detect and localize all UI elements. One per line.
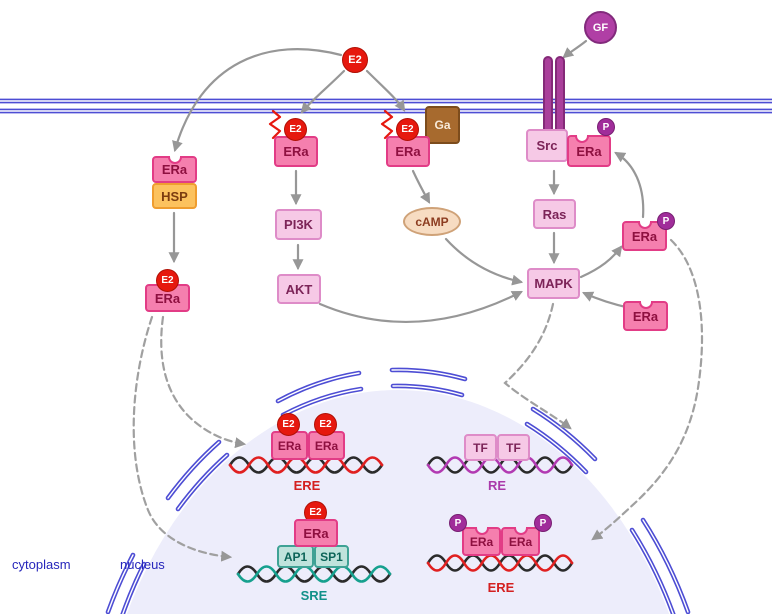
e2-on-membrane-era-2: E2 xyxy=(396,118,419,141)
arrow-e2-to-era-hsp xyxy=(172,48,343,153)
phospho-badge-free-era: P xyxy=(657,212,675,230)
nucleus-fill xyxy=(126,390,670,614)
akt-box: AKT xyxy=(277,274,321,304)
dna-re xyxy=(426,456,574,474)
sre-era-box: ERa xyxy=(294,519,338,547)
binding-notch xyxy=(513,527,528,535)
gf-receptor-bar-right xyxy=(555,56,565,132)
ere-era-box-2: ERa xyxy=(308,431,345,460)
tf-box-1: TF xyxy=(464,434,497,461)
phospho-badge-ere-left: P xyxy=(449,514,467,532)
anchor-squiggle-2 xyxy=(380,109,394,140)
anchor-squiggle-1 xyxy=(268,109,282,140)
e2-on-cytosolic-era: E2 xyxy=(156,269,179,292)
e2-on-ere-era-2: E2 xyxy=(314,413,337,436)
re-label: RE xyxy=(487,478,507,493)
e2-on-membrane-era-1: E2 xyxy=(284,118,307,141)
dashed-phospho-era-to-ere xyxy=(591,238,704,541)
era-label: ERa xyxy=(508,534,533,549)
binding-notch xyxy=(474,527,489,535)
dashed-e2era-to-ere xyxy=(160,315,247,449)
arrow-akt-to-mapk xyxy=(318,290,523,324)
binding-notch xyxy=(638,301,653,309)
ere-label-upper: ERE xyxy=(293,478,321,493)
arrow-e2-to-membrane-era-1 xyxy=(300,69,346,114)
phospho-badge-ere-right: P xyxy=(534,514,552,532)
membrane-anchor-squiggles xyxy=(268,109,394,140)
binding-notch xyxy=(637,221,652,229)
nuclear-envelope-split xyxy=(107,369,689,614)
arrow-camp-to-mapk xyxy=(444,237,524,286)
free-era-box: ERa xyxy=(623,301,668,331)
mapk-box: MAPK xyxy=(527,268,580,299)
hsp-box: HSP xyxy=(152,183,197,209)
ras-box: Ras xyxy=(533,199,576,229)
dashed-e2era-to-sre xyxy=(132,315,233,562)
era-label: ERa xyxy=(631,228,658,244)
binding-notch xyxy=(575,135,589,143)
solid-arrows xyxy=(168,39,645,324)
binding-notch xyxy=(167,156,182,164)
sp1-box: SP1 xyxy=(314,545,349,568)
ere-phospho-era-box-2: ERa xyxy=(501,527,540,556)
dashed-mapk-to-re xyxy=(503,302,572,430)
gf-ligand: GF xyxy=(584,11,617,44)
era-hsp-era-box: ERa xyxy=(152,156,197,183)
plasma-membrane xyxy=(0,98,772,114)
tf-box-2: TF xyxy=(497,434,530,461)
gf-receptor-bar-left xyxy=(543,56,553,132)
arrow-gf-to-receptor xyxy=(562,39,588,59)
era-label: ERa xyxy=(632,308,659,324)
camp-ellipse: cAMP xyxy=(403,207,461,236)
membrane-e2era-box-1: ERa xyxy=(274,136,318,167)
era-label: ERa xyxy=(576,143,602,159)
arrow-e2-to-membrane-era-2 xyxy=(365,69,406,112)
g-alpha-box: Ga xyxy=(425,106,460,144)
e2-on-ere-era-1: E2 xyxy=(277,413,300,436)
era-src-box: ERa xyxy=(567,135,611,167)
phospho-badge-src-era: P xyxy=(597,118,615,136)
sre-label: SRE xyxy=(300,588,328,603)
phospho-era-box: ERa xyxy=(622,221,667,251)
pi3k-box: PI3K xyxy=(275,209,322,240)
arrow-mapk-to-phospho-era xyxy=(579,245,623,279)
ere-phospho-era-box-1: ERa xyxy=(462,527,501,556)
arrow-phospho-era-to-src xyxy=(614,151,645,219)
ap1-box: AP1 xyxy=(277,545,314,568)
dna-ere-upper xyxy=(228,456,384,474)
ere-era-box-1: ERa xyxy=(271,431,308,460)
cytoplasm-label: cytoplasm xyxy=(12,557,71,572)
ere-label-lower: ERE xyxy=(487,580,515,595)
dashed-arrows xyxy=(132,238,704,562)
era-label: ERa xyxy=(161,162,188,177)
src-box: Src xyxy=(526,129,568,162)
nucleus-label: nucleus xyxy=(120,557,165,572)
era-label: ERa xyxy=(469,534,494,549)
e2-ligand: E2 xyxy=(342,47,368,73)
arrow-ga-to-camp xyxy=(411,169,431,204)
dna-sre xyxy=(236,565,392,583)
dna-ere-lower xyxy=(426,554,574,572)
